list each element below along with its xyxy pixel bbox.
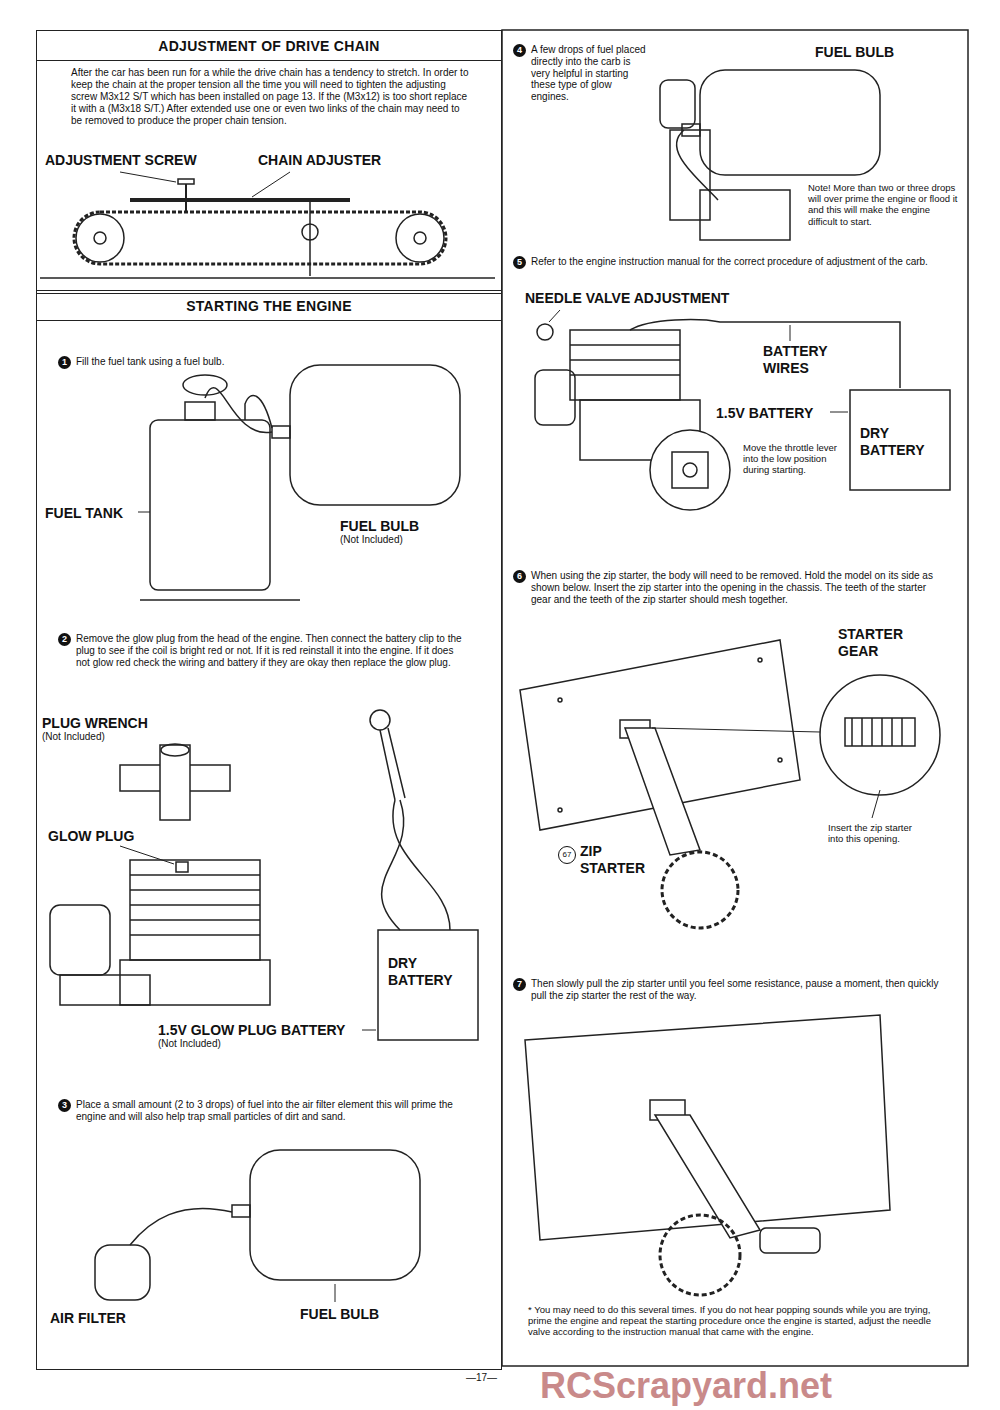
- part-name: FUEL BULB: [815, 44, 925, 61]
- part-name: PLUG WRENCH: [42, 715, 167, 732]
- zip-starter-insert-drawing: [520, 640, 940, 928]
- step-number: 4: [513, 44, 526, 57]
- fuel-tank-drawing: [138, 365, 460, 600]
- part-name: ADJUSTMENT SCREW: [45, 152, 215, 169]
- part-name: 1.5V BATTERY: [716, 405, 828, 422]
- note: (Not Included): [158, 1038, 278, 1050]
- step-number: 7: [513, 978, 526, 991]
- part-name: CHAIN ADJUSTER: [258, 152, 428, 169]
- part-name: GLOW PLUG: [48, 828, 158, 845]
- glow-plug-drawing: [50, 710, 478, 1040]
- note: Insert the zip starter into this opening…: [828, 822, 918, 844]
- step-text: Place a small amount (2 to 3 drops) of f…: [76, 1099, 471, 1123]
- step-number: 3: [58, 1099, 71, 1112]
- drive-chain-drawing: [40, 172, 495, 278]
- part-name: AIR FILTER: [50, 1310, 160, 1327]
- step-text: Fill the fuel tank using a fuel bulb.: [76, 356, 376, 368]
- step-number: 6: [513, 570, 526, 583]
- step-text: Then slowly pull the zip starter until y…: [531, 978, 941, 1002]
- section-heading: ADJUSTMENT OF DRIVE CHAIN: [37, 31, 501, 61]
- part-name: FUEL BULB: [340, 518, 460, 535]
- note: (Not Included): [340, 534, 460, 546]
- step-text: When using the zip starter, the body wil…: [531, 570, 941, 605]
- step-text: A few drops of fuel placed directly into…: [531, 44, 651, 103]
- callout-number: 67: [558, 846, 576, 864]
- step-text: Refer to the engine instruction manual f…: [531, 256, 941, 268]
- needle-valve-drawing: [535, 310, 950, 510]
- part-name: STARTER GEAR: [838, 626, 928, 659]
- footnote: * You may need to do this several times.…: [528, 1304, 948, 1338]
- part-name: BATTERY WIRES: [763, 343, 845, 376]
- section-heading: STARTING THE ENGINE: [37, 291, 501, 321]
- page-number: —17—: [466, 1372, 516, 1384]
- battery-text: DRY BATTERY: [860, 425, 940, 458]
- note: Note! More than two or three drops will …: [808, 182, 960, 227]
- section-body: After the car has been run for a while t…: [37, 61, 501, 127]
- note: Move the throttle lever into the low pos…: [743, 442, 843, 476]
- right-column-frame: [502, 30, 968, 1366]
- part-name: NEEDLE VALVE ADJUSTMENT: [525, 290, 765, 307]
- step-number: 5: [513, 256, 526, 269]
- step-number: 2: [58, 633, 71, 646]
- step-text: Remove the glow plug from the head of th…: [76, 633, 466, 668]
- part-name: FUEL BULB: [300, 1306, 410, 1323]
- step-number: 1: [58, 356, 71, 369]
- part-name: FUEL TANK: [45, 505, 140, 522]
- air-filter-drawing: [95, 1150, 420, 1302]
- watermark: RCScrapyard.net: [540, 1366, 832, 1406]
- zip-starter-pull-drawing: [525, 1015, 890, 1295]
- part-name: ZIP STARTER: [580, 843, 658, 876]
- battery-text: DRY BATTERY: [388, 955, 468, 988]
- note: (Not Included): [42, 731, 142, 743]
- part-name: 1.5V GLOW PLUG BATTERY: [158, 1022, 363, 1039]
